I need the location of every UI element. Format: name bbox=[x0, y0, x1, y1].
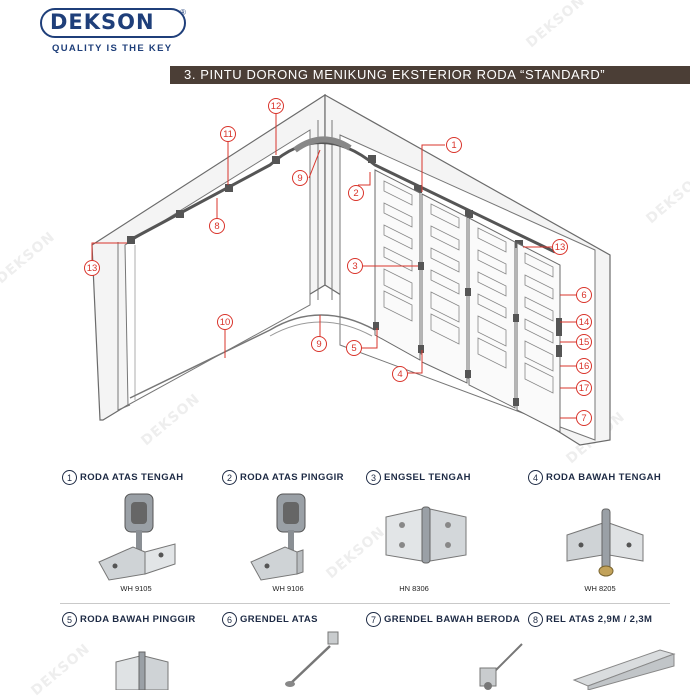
part-code: WH 9106 bbox=[272, 584, 304, 593]
top-side-roller-icon bbox=[250, 493, 306, 581]
callout-12: 12 bbox=[268, 98, 284, 114]
callout-7: 7 bbox=[576, 410, 592, 426]
door-panel-inset bbox=[524, 318, 554, 344]
door-panel-inset bbox=[383, 202, 413, 228]
part-label-4: 4 RODA BAWAH TENGAH bbox=[528, 470, 661, 485]
part-number: 5 bbox=[62, 612, 77, 627]
part-label-8: 8 REL ATAS 2,9M / 2,3M bbox=[528, 612, 652, 627]
door-panel-inset bbox=[524, 274, 554, 300]
part-label-6: 6 GRENDEL ATAS bbox=[222, 612, 318, 627]
door-panel-inset bbox=[524, 340, 554, 372]
part-name: REL ATAS 2,9M / 2,3M bbox=[546, 614, 653, 625]
top-rail-icon bbox=[572, 649, 676, 690]
brand-tagline: QUALITY IS THE KEY bbox=[52, 43, 173, 54]
door-panel-inset bbox=[477, 293, 507, 319]
callout-11: 11 bbox=[220, 126, 236, 142]
part-label-5: 5 RODA BAWAH PINGGIR bbox=[62, 612, 196, 627]
part-number: 6 bbox=[222, 612, 237, 627]
part-number: 8 bbox=[528, 612, 543, 627]
part-name: RODA BAWAH TENGAH bbox=[546, 472, 662, 483]
part-number: 3 bbox=[366, 470, 381, 485]
door-panel-inset bbox=[430, 247, 460, 273]
door-panel-inset bbox=[383, 224, 413, 250]
callout-14: 14 bbox=[576, 314, 592, 330]
door-panel-inset bbox=[477, 337, 507, 369]
door-panel-inset bbox=[524, 252, 554, 278]
watermark: DEKSON bbox=[523, 0, 589, 52]
part-label-2: 2 RODA ATAS PINGGIR bbox=[222, 470, 344, 485]
callout-13: 13 bbox=[552, 239, 568, 255]
door-panel-inset bbox=[430, 313, 460, 345]
row-divider bbox=[60, 603, 670, 604]
part-label-7: 7 GRENDEL BAWAH BERODA bbox=[366, 612, 520, 627]
door-installation-diagram bbox=[91, 93, 611, 446]
callout-9: 9 bbox=[311, 336, 327, 352]
callout-1: 1 bbox=[446, 137, 462, 153]
bottom-center-roller-icon bbox=[566, 508, 644, 577]
wheeled-bottom-bolt-icon bbox=[479, 643, 523, 690]
door-panel-inset bbox=[524, 296, 554, 322]
part-name: GRENDEL BAWAH BERODA bbox=[384, 614, 521, 625]
door-panel-inset bbox=[383, 246, 413, 272]
part-label-3: 3 ENGSEL TENGAH bbox=[366, 470, 471, 485]
callout-5: 5 bbox=[346, 340, 362, 356]
section-header-bar: 3. PINTU DORONG MENIKUNG EKSTERIOR RODA … bbox=[170, 66, 690, 84]
top-bolt-icon bbox=[285, 631, 339, 687]
callout-10: 10 bbox=[217, 314, 233, 330]
door-panel-inset bbox=[430, 225, 460, 251]
part-number: 1 bbox=[62, 470, 77, 485]
part-name: RODA BAWAH PINGGIR bbox=[80, 614, 196, 625]
watermark: DEKSON bbox=[323, 523, 389, 583]
door-panel-inset bbox=[430, 291, 460, 323]
door-panel-inset bbox=[477, 227, 507, 253]
door-panel-inset bbox=[524, 362, 554, 394]
watermark: DEKSON bbox=[28, 640, 94, 699]
part-label-1: 1 RODA ATAS TENGAH bbox=[62, 470, 184, 485]
door-panel-inset bbox=[477, 249, 507, 275]
part-name: RODA ATAS PINGGIR bbox=[240, 472, 344, 483]
logo-frame bbox=[40, 8, 186, 38]
door-panel-inset bbox=[383, 268, 413, 300]
callout-2: 2 bbox=[348, 185, 364, 201]
part-name: ENGSEL TENGAH bbox=[384, 472, 471, 483]
part-name: RODA ATAS TENGAH bbox=[80, 472, 184, 483]
section-title: 3. PINTU DORONG MENIKUNG EKSTERIOR RODA … bbox=[184, 67, 606, 82]
callout-6: 6 bbox=[576, 287, 592, 303]
door-panel-inset bbox=[477, 315, 507, 347]
part-code: WH 9105 bbox=[120, 584, 152, 593]
part-number: 2 bbox=[222, 470, 237, 485]
registered-mark: ® bbox=[180, 8, 186, 17]
door-panel-inset bbox=[430, 203, 460, 229]
callout-15: 15 bbox=[576, 334, 592, 350]
bottom-side-roller-icon bbox=[115, 651, 169, 690]
brand-logo: DEKSON ® QUALITY IS THE KEY bbox=[40, 8, 188, 58]
part-code: WH 8205 bbox=[584, 584, 616, 593]
callout-8: 8 bbox=[209, 218, 225, 234]
door-panel-inset bbox=[383, 180, 413, 206]
part-number: 7 bbox=[366, 612, 381, 627]
part-number: 4 bbox=[528, 470, 543, 485]
callout-4: 4 bbox=[392, 366, 408, 382]
callout-13: 13 bbox=[84, 260, 100, 276]
logo-wordmark: DEKSON bbox=[50, 10, 155, 34]
callout-16: 16 bbox=[576, 358, 592, 374]
center-hinge-icon bbox=[385, 506, 467, 564]
part-name: GRENDEL ATAS bbox=[240, 614, 318, 625]
top-center-roller-icon bbox=[98, 493, 176, 581]
door-panel-inset bbox=[383, 290, 413, 322]
door-panel-inset bbox=[430, 269, 460, 295]
callout-17: 17 bbox=[576, 380, 592, 396]
part-code: HN 8306 bbox=[399, 584, 429, 593]
callout-9: 9 bbox=[292, 170, 308, 186]
door-panel-inset bbox=[477, 271, 507, 297]
callout-3: 3 bbox=[347, 258, 363, 274]
